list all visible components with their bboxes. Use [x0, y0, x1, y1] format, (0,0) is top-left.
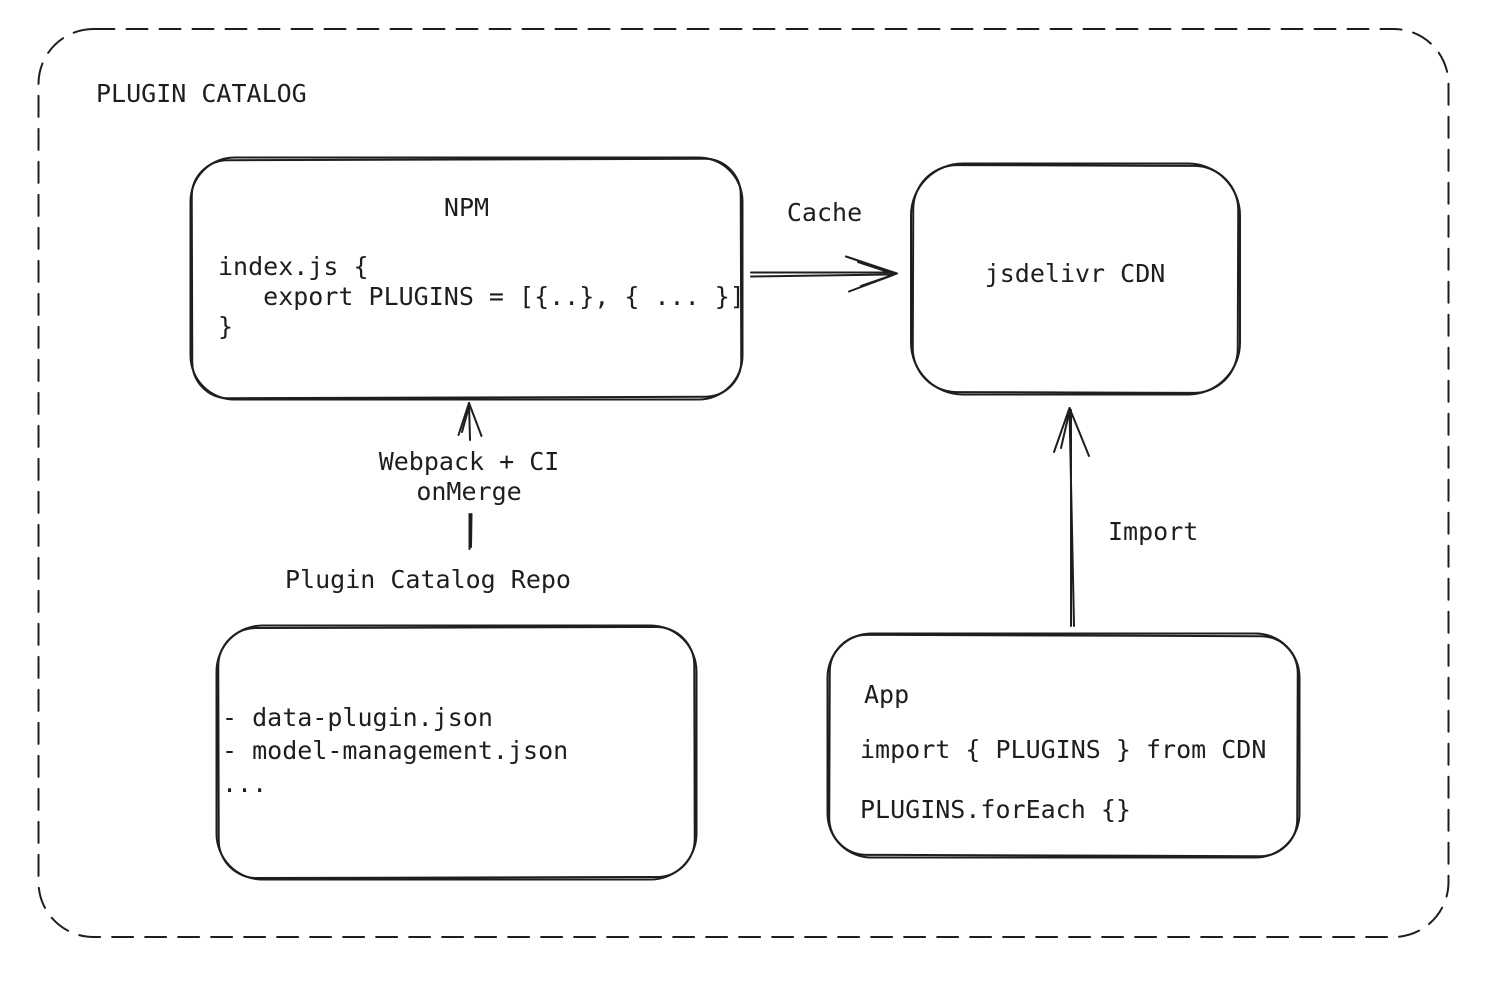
build-edge-label: Webpack + CI onMerge	[378, 447, 560, 506]
npm-node-title: NPM	[443, 193, 490, 222]
cdn-box-outline	[910, 162, 1241, 396]
app-box-outline	[826, 632, 1301, 859]
import-arrow	[1053, 407, 1090, 627]
cache-arrow	[750, 255, 898, 293]
repo-node-files: - data-plugin.json - model-management.js…	[222, 703, 569, 798]
cdn-node-title: jsdelivr CDN	[984, 259, 1166, 288]
cache-edge-label: Cache	[786, 198, 863, 227]
repo-box-outline	[215, 624, 698, 881]
app-node-code: import { PLUGINS } from CDN PLUGINS.forE…	[860, 735, 1267, 824]
diagram-title: PLUGIN CATALOG	[96, 79, 307, 108]
app-node-title: App	[864, 680, 910, 709]
npm-node-code: index.js { export PLUGINS = [{..}, { ...…	[218, 252, 745, 341]
catalog-frame-border	[37, 28, 1450, 938]
build-arrow	[457, 402, 483, 550]
import-edge-label: Import	[1108, 517, 1199, 546]
npm-box-outline	[189, 156, 744, 401]
repo-node-title: Plugin Catalog Repo	[285, 565, 571, 594]
